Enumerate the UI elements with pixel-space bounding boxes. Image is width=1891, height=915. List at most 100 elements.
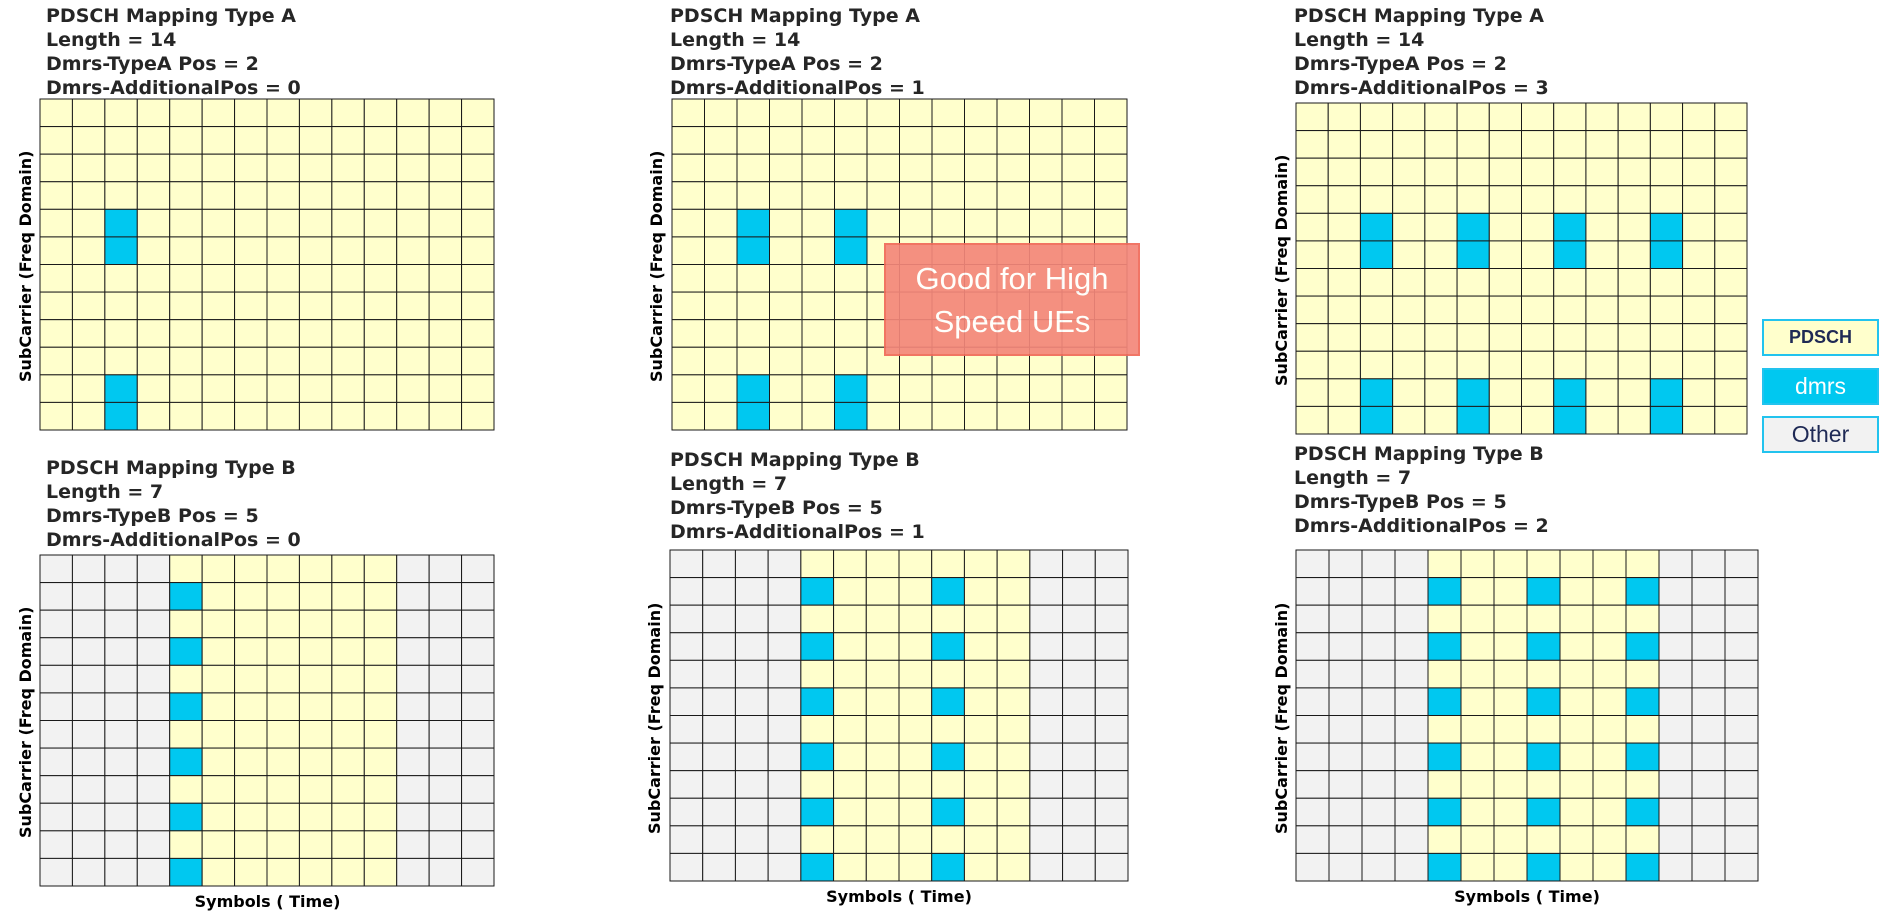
pdsch-cell bbox=[898, 632, 933, 661]
other-cell bbox=[1394, 604, 1429, 634]
pdsch-cell bbox=[136, 374, 171, 403]
pdsch-cell bbox=[136, 346, 171, 376]
pdsch-cell bbox=[1625, 715, 1660, 744]
pdsch-cell bbox=[331, 857, 365, 887]
pdsch-cell bbox=[800, 659, 835, 689]
dmrs-cell bbox=[169, 802, 203, 832]
pdsch-cell bbox=[201, 802, 236, 832]
callout-line-2: Speed UEs bbox=[933, 303, 1091, 339]
pdsch-cell bbox=[1649, 323, 1684, 352]
pdsch-cell bbox=[1521, 212, 1555, 242]
pdsch-cell bbox=[234, 319, 268, 348]
pdsch-cell bbox=[39, 126, 73, 155]
pdsch-cell bbox=[1424, 130, 1458, 159]
dmrs-cell bbox=[834, 236, 868, 266]
pdsch-cell bbox=[331, 747, 365, 777]
other-cell bbox=[1029, 687, 1064, 717]
pdsch-cell bbox=[1585, 350, 1619, 380]
pdsch-cell bbox=[363, 857, 398, 887]
pdsch-cell bbox=[1493, 770, 1528, 799]
pdsch-cell bbox=[266, 802, 300, 832]
pdsch-cell bbox=[169, 126, 203, 155]
dmrs-cell bbox=[1456, 240, 1490, 270]
pdsch-cell bbox=[931, 401, 965, 431]
other-cell bbox=[39, 637, 73, 666]
other-cell bbox=[396, 775, 430, 804]
other-cell bbox=[428, 720, 463, 749]
other-cell bbox=[669, 715, 704, 744]
other-cell bbox=[1029, 742, 1064, 772]
pdsch-cell bbox=[769, 98, 803, 128]
pdsch-cell bbox=[1424, 157, 1458, 187]
other-cell bbox=[1029, 632, 1064, 661]
pdsch-cell bbox=[963, 687, 998, 717]
pdsch-cell bbox=[396, 236, 430, 266]
pdsch-cell bbox=[963, 604, 998, 634]
other-cell bbox=[461, 664, 495, 694]
pdsch-cell bbox=[964, 181, 998, 210]
pdsch-cell bbox=[1682, 240, 1716, 270]
dmrs-cell bbox=[1649, 378, 1684, 407]
pdsch-cell bbox=[1029, 126, 1063, 155]
other-cell bbox=[1029, 715, 1064, 744]
pdsch-cell bbox=[1617, 295, 1651, 325]
pdsch-cell bbox=[266, 637, 300, 666]
pdsch-cell bbox=[234, 236, 268, 266]
dmrs-cell bbox=[1359, 405, 1394, 435]
pdsch-cell bbox=[1295, 185, 1329, 214]
pdsch-cell bbox=[39, 291, 73, 321]
pdsch-cell bbox=[931, 715, 965, 744]
other-cell bbox=[1724, 632, 1759, 661]
pdsch-cell bbox=[169, 153, 203, 183]
pdsch-cell bbox=[1327, 295, 1361, 325]
panel-4-resource-grid bbox=[39, 554, 495, 887]
pdsch-cell bbox=[428, 126, 463, 155]
pdsch-cell bbox=[169, 319, 203, 348]
pdsch-cell bbox=[1424, 212, 1458, 242]
pdsch-cell bbox=[1493, 577, 1528, 606]
other-cell bbox=[71, 720, 106, 749]
pdsch-cell bbox=[931, 659, 965, 689]
pdsch-cell bbox=[266, 291, 300, 321]
pdsch-cell bbox=[1061, 153, 1095, 183]
pdsch-cell bbox=[298, 126, 333, 155]
dmrs-cell bbox=[834, 208, 868, 238]
pdsch-cell bbox=[331, 609, 365, 639]
panel-4-title-line-2: Length = 7 bbox=[46, 481, 164, 503]
pdsch-cell bbox=[39, 208, 73, 238]
other-cell bbox=[1328, 549, 1363, 579]
pdsch-cell bbox=[298, 830, 333, 859]
pdsch-cell bbox=[704, 374, 738, 403]
other-cell bbox=[669, 632, 704, 661]
pdsch-cell bbox=[1061, 208, 1095, 238]
panel-3-title-line-3: Dmrs-TypeA Pos = 2 bbox=[1294, 53, 1507, 75]
pdsch-cell bbox=[1682, 130, 1716, 159]
pdsch-cell bbox=[298, 264, 333, 293]
dmrs-cell bbox=[931, 577, 965, 606]
other-cell bbox=[734, 604, 769, 634]
other-cell bbox=[1724, 852, 1759, 882]
other-cell bbox=[71, 554, 106, 584]
panel-6-x-axis-label: Symbols ( Time) bbox=[1454, 887, 1600, 906]
other-cell bbox=[1295, 632, 1330, 661]
pdsch-cell bbox=[169, 374, 203, 403]
pdsch-cell bbox=[1625, 549, 1660, 579]
pdsch-cell bbox=[1327, 323, 1361, 352]
other-cell bbox=[767, 687, 802, 717]
dmrs-cell bbox=[1427, 577, 1462, 606]
pdsch-cell bbox=[136, 264, 171, 293]
pdsch-cell bbox=[1592, 715, 1627, 744]
pdsch-cell bbox=[136, 208, 171, 238]
pdsch-cell bbox=[833, 715, 867, 744]
pdsch-cell bbox=[1521, 378, 1555, 407]
other-cell bbox=[136, 775, 171, 804]
pdsch-cell bbox=[331, 374, 365, 403]
panel-2-title-line-1: PDSCH Mapping Type A bbox=[670, 5, 920, 27]
pdsch-cell bbox=[1559, 659, 1594, 689]
pdsch-cell bbox=[396, 126, 430, 155]
other-cell bbox=[1724, 549, 1759, 579]
pdsch-cell bbox=[736, 319, 770, 348]
pdsch-cell bbox=[1488, 405, 1523, 435]
pdsch-cell bbox=[1625, 659, 1660, 689]
pdsch-cell bbox=[1592, 797, 1627, 827]
